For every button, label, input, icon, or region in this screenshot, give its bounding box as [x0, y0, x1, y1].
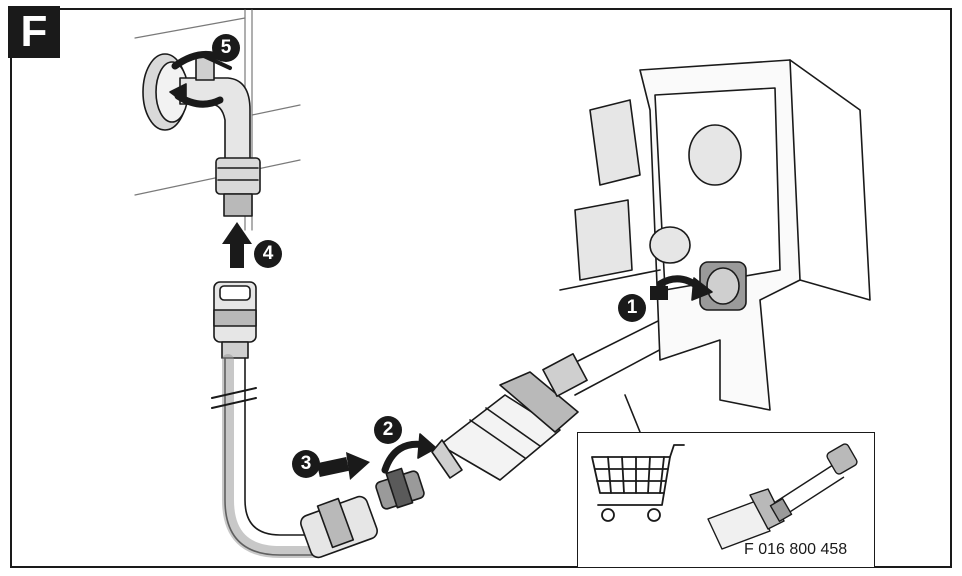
push-arrow-icon [222, 222, 252, 268]
water-tap [142, 53, 261, 217]
inset-leader [624, 394, 641, 433]
step-3-marker: 3 [292, 450, 320, 478]
accessory-filter-kit [707, 443, 858, 550]
figure-label: F [8, 6, 60, 58]
step-1-marker: 1 [618, 294, 646, 322]
hose-connector [375, 467, 425, 510]
step-5-marker: 5 [212, 34, 240, 62]
water-filter [431, 371, 579, 481]
rotate-arrow-icon [381, 433, 437, 474]
hose-coupling-bottom [300, 495, 378, 559]
shopping-cart-icon [591, 444, 685, 522]
step-4-marker: 4 [254, 240, 282, 268]
pressure-washer-body [559, 59, 871, 411]
rotate-arrow-icon [650, 275, 713, 301]
hose-coupling-top [213, 281, 257, 359]
accessory-inset: F 016 800 458 [577, 432, 875, 568]
step-2-marker: 2 [374, 416, 402, 444]
push-arrow-icon [316, 452, 370, 480]
accessory-part-number: F 016 800 458 [744, 541, 848, 558]
